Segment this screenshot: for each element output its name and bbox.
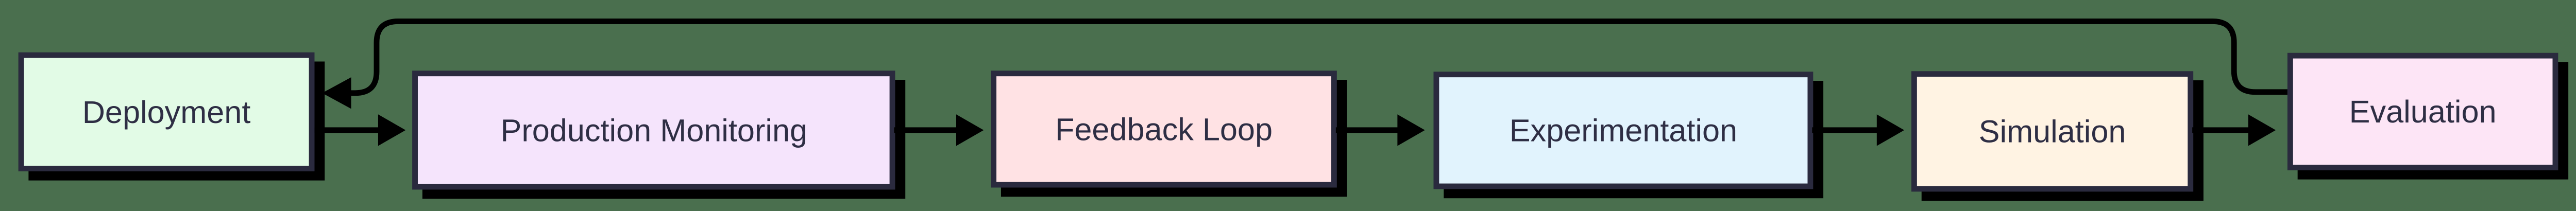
edge-experimentation-to-simulation: [1812, 114, 1905, 146]
node-evaluation-label: Evaluation: [2349, 94, 2497, 129]
node-simulation-label: Simulation: [1979, 114, 2126, 149]
arrowhead-right-icon: [2248, 114, 2276, 146]
arrowhead-right-icon: [378, 114, 406, 146]
edge-production-monitoring-to-feedback-loop: [894, 114, 984, 146]
arrowhead-right-icon: [956, 114, 984, 146]
node-deployment-label: Deployment: [82, 95, 251, 130]
node-feedback-loop-box: [991, 71, 1337, 188]
node-production-monitoring-box: [412, 71, 895, 190]
arrowhead-right-icon: [1397, 114, 1425, 146]
arrowhead-left-icon: [322, 77, 351, 109]
node-production-monitoring-label: Production Monitoring: [501, 113, 808, 148]
edge-deployment-to-production-monitoring: [314, 114, 406, 146]
arrowhead-right-icon: [1876, 114, 1905, 146]
edge-simulation-to-evaluation: [2192, 114, 2276, 146]
node-deployment-box: [18, 52, 315, 171]
edge-evaluation-to-deployment-feedback: [322, 19, 2287, 109]
node-experimentation-box: [1433, 72, 1814, 189]
edge-feedback-loop-to-experimentation: [1335, 114, 1425, 146]
node-evaluation-box: [2287, 52, 2558, 170]
node-experimentation-label: Experimentation: [1510, 113, 1737, 148]
node-feedback-loop-label: Feedback Loop: [1055, 112, 1273, 147]
node-simulation-box: [1911, 71, 2194, 192]
